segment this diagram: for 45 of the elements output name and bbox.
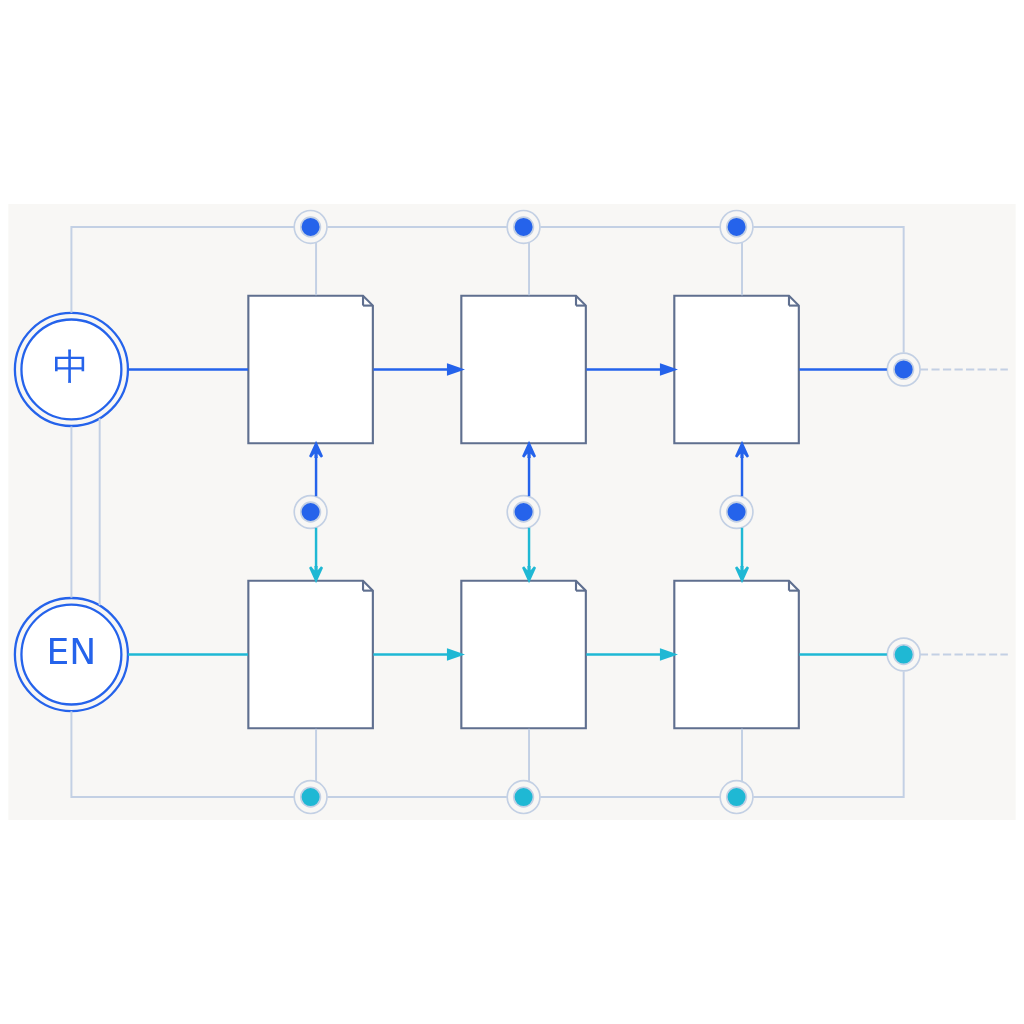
connector <box>539 796 721 799</box>
connector <box>799 368 887 371</box>
connector <box>128 368 248 371</box>
node-circle: EN <box>13 596 130 713</box>
connector <box>70 710 296 799</box>
connector <box>128 653 248 656</box>
node-circle <box>719 779 754 815</box>
arrow <box>308 442 324 497</box>
connector <box>528 241 531 297</box>
node-circle <box>506 209 541 245</box>
connector <box>70 425 73 599</box>
arrow <box>521 527 537 582</box>
node-circle <box>506 494 541 530</box>
connector <box>98 417 101 607</box>
node-circle <box>719 494 754 530</box>
node-circle <box>886 352 921 387</box>
arrow <box>308 527 324 582</box>
arrow <box>521 442 537 497</box>
connector <box>799 653 887 656</box>
arrow <box>734 442 750 497</box>
arrow <box>586 363 678 376</box>
connector <box>752 670 905 799</box>
connector <box>741 727 743 783</box>
connector <box>70 225 296 314</box>
connector <box>528 727 531 783</box>
node-circle: 中 <box>13 311 130 428</box>
arrow <box>373 363 465 376</box>
connector <box>315 241 318 297</box>
connector <box>326 225 508 228</box>
connector <box>539 225 721 228</box>
connector <box>315 727 318 783</box>
node-circle <box>886 637 921 672</box>
connector <box>741 241 743 297</box>
node-circle <box>293 779 328 815</box>
connector <box>752 225 905 354</box>
node-circle <box>719 209 754 245</box>
arrow <box>373 648 465 661</box>
node-circle <box>293 209 328 245</box>
node-circle <box>293 494 328 530</box>
node-circle <box>506 779 541 815</box>
connector <box>919 653 1009 656</box>
arrow <box>586 648 678 661</box>
arrow <box>734 527 750 582</box>
connector <box>326 796 508 799</box>
connector <box>919 368 1009 371</box>
